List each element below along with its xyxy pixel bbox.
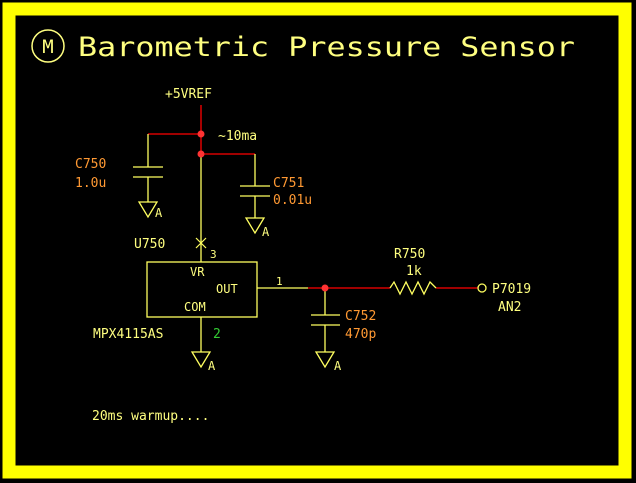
frame-border bbox=[2, 2, 632, 479]
port-connector-icon bbox=[477, 283, 487, 293]
junction-dot bbox=[197, 150, 205, 158]
warmup-note: 20ms warmup.... bbox=[92, 409, 209, 424]
ground-label: A bbox=[262, 225, 270, 239]
port-name: P7019 bbox=[492, 282, 531, 297]
u750-ref: U750 bbox=[134, 237, 165, 252]
ground-label: A bbox=[155, 206, 163, 220]
pin-com-label: COM bbox=[184, 300, 206, 314]
capacitor-c751-symbol bbox=[240, 185, 270, 197]
capacitor-c750-symbol bbox=[133, 166, 163, 178]
logo-badge: M bbox=[31, 29, 65, 63]
port-signal: AN2 bbox=[498, 300, 521, 315]
pin-out-label: OUT bbox=[216, 282, 238, 296]
r750-ref: R750 bbox=[394, 247, 425, 262]
ground-symbol-c751: A bbox=[244, 217, 270, 239]
c750-ref: C750 bbox=[75, 157, 106, 172]
wires bbox=[148, 105, 478, 289]
ground-symbol-c750: A bbox=[137, 201, 163, 220]
c750-value: 1.0u bbox=[75, 176, 106, 191]
logo-letter: M bbox=[42, 36, 53, 58]
c751-ref: C751 bbox=[273, 176, 304, 191]
r750-value: 1k bbox=[406, 264, 422, 279]
c751-value: 0.01u bbox=[273, 193, 312, 208]
pin-2-number: 2 bbox=[213, 327, 221, 342]
resistor-r750-symbol bbox=[389, 280, 437, 296]
junction-dots bbox=[197, 130, 329, 292]
c752-ref: C752 bbox=[345, 309, 376, 324]
u750-part: MPX4115AS bbox=[93, 327, 163, 342]
pin-3-number: 3 bbox=[210, 248, 217, 261]
ground-symbol-u750: A bbox=[190, 351, 216, 373]
power-net-label: +5VREF bbox=[165, 87, 212, 102]
ic-u750-body bbox=[146, 261, 258, 318]
junction-dot bbox=[197, 130, 205, 138]
ground-label: A bbox=[208, 359, 216, 373]
ground-symbol-c752: A bbox=[314, 351, 342, 373]
ground-label: A bbox=[334, 359, 342, 373]
pin-vr-label: VR bbox=[190, 265, 205, 279]
pin-3-marker bbox=[195, 237, 207, 249]
page-title: Barometric Pressure Sensor bbox=[78, 32, 575, 63]
pin-1-number: 1 bbox=[276, 275, 283, 288]
junction-dot bbox=[321, 284, 329, 292]
device-wires bbox=[147, 134, 326, 352]
c752-value: 470p bbox=[345, 327, 376, 342]
capacitor-c752-symbol bbox=[311, 314, 340, 326]
current-annotation: ~10ma bbox=[218, 129, 257, 144]
